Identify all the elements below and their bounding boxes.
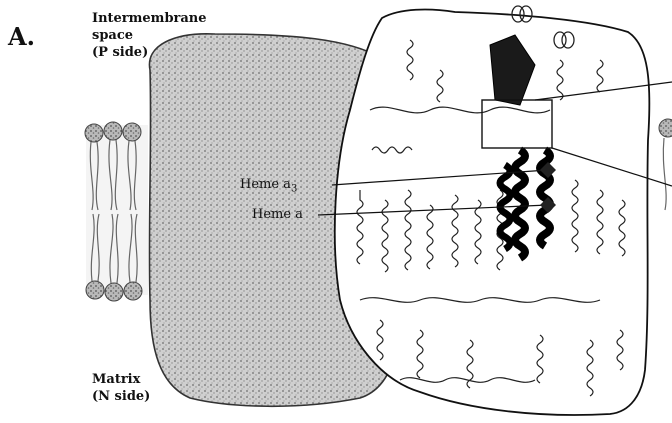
heme-a3-label: Heme a3 (240, 177, 297, 197)
panel-label: A. (8, 22, 35, 51)
matrix-label-2: (N side) (92, 389, 150, 404)
membrane-bilayer-left (85, 122, 148, 301)
lipid-heads-top (85, 122, 141, 142)
lipid-heads-bottom (86, 281, 142, 301)
matrix-label-1: Matrix (92, 372, 140, 387)
heme-a-label: Heme a (252, 207, 303, 222)
heme-a3-subscript: 3 (291, 184, 297, 195)
membrane-bilayer-right (659, 119, 672, 210)
heme-a3-text: Heme a (240, 177, 291, 192)
intermembrane-label-2: space (92, 28, 133, 43)
intermembrane-label-3: (P side) (92, 45, 148, 60)
intermembrane-label-1: Intermembrane (92, 11, 207, 26)
